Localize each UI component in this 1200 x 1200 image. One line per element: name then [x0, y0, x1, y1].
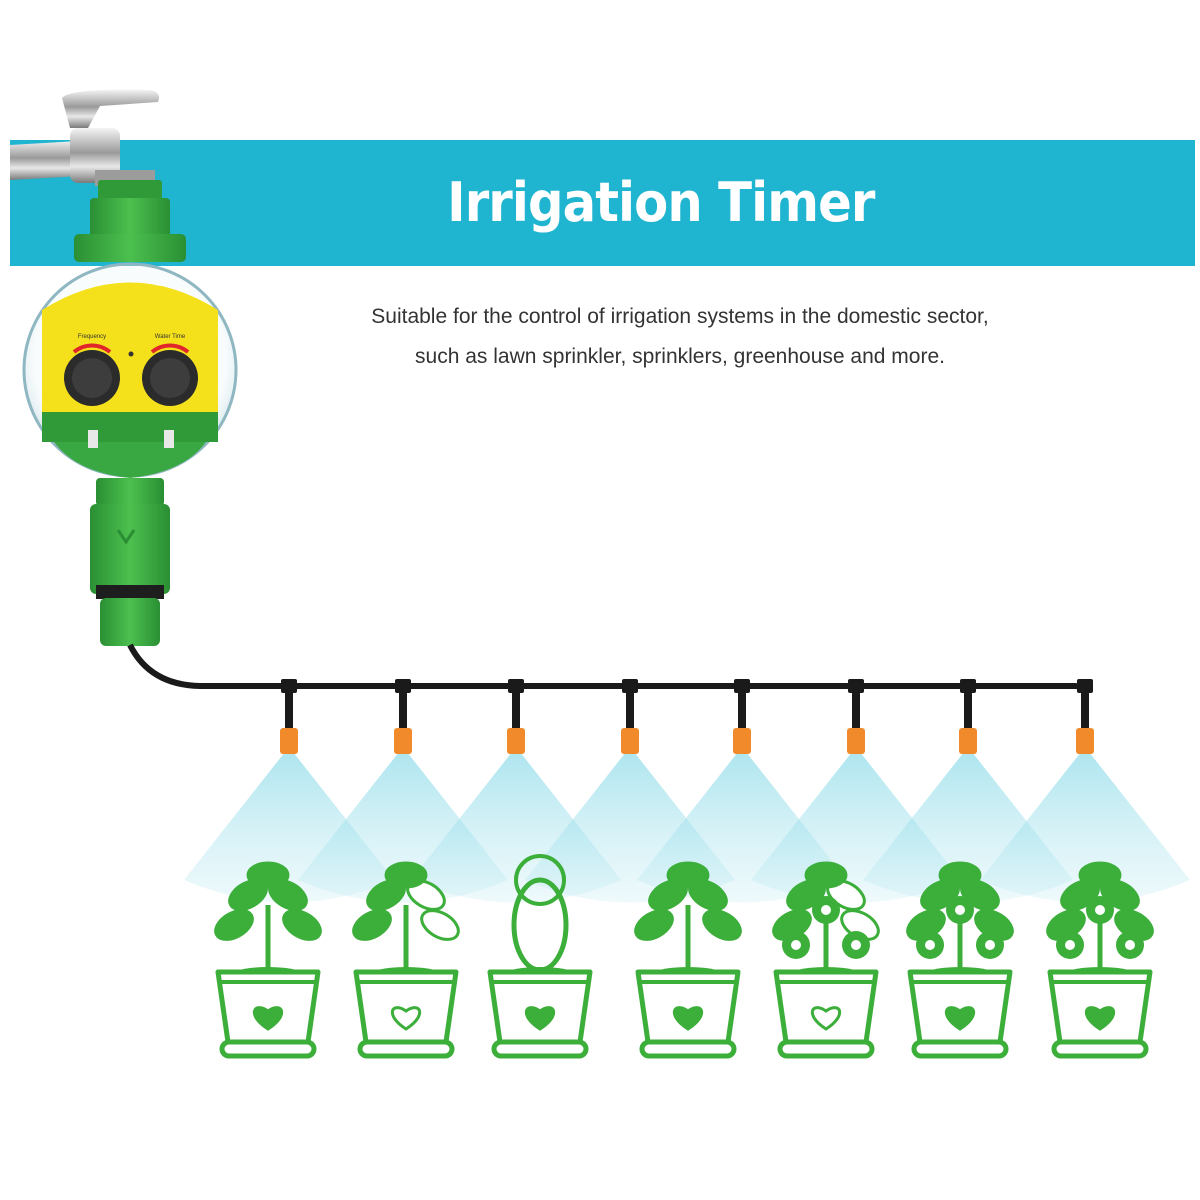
heart-icon	[253, 1006, 283, 1031]
heart-icon	[673, 1006, 703, 1031]
flower-pot-icon	[634, 861, 742, 1059]
drip-pipe	[127, 643, 1088, 730]
water-time-dial[interactable]	[142, 343, 198, 406]
flower-pot-icon	[906, 861, 1014, 1059]
flower-pot-icon	[1046, 861, 1154, 1059]
flower-pot-icon	[772, 861, 880, 1059]
frequency-dial[interactable]	[64, 343, 120, 406]
left-dial-label: Frequency	[78, 334, 106, 340]
flower-pot-icon	[352, 861, 460, 1059]
flower-pot-icon	[214, 861, 322, 1059]
heart-icon	[1085, 1006, 1115, 1031]
flower-pot-icon	[487, 854, 593, 1059]
heart-icon	[811, 1006, 841, 1031]
description-line-1: Suitable for the control of irrigation s…	[371, 305, 989, 328]
description-line-2: such as lawn sprinkler, sprinklers, gree…	[415, 345, 945, 368]
dripper-nozzle-icon	[980, 679, 1190, 903]
flower-pots	[214, 854, 1154, 1059]
irrigation-timer-icon: Frequency Water Time	[22, 180, 238, 646]
right-dial-label: Water Time	[155, 334, 186, 340]
faucet-icon	[10, 89, 159, 186]
water-spray	[980, 752, 1190, 903]
heart-icon	[525, 1006, 555, 1031]
title-banner	[10, 140, 1195, 266]
banner-title: Irrigation Timer	[447, 171, 875, 234]
heart-icon	[945, 1006, 975, 1031]
heart-icon	[391, 1006, 421, 1031]
